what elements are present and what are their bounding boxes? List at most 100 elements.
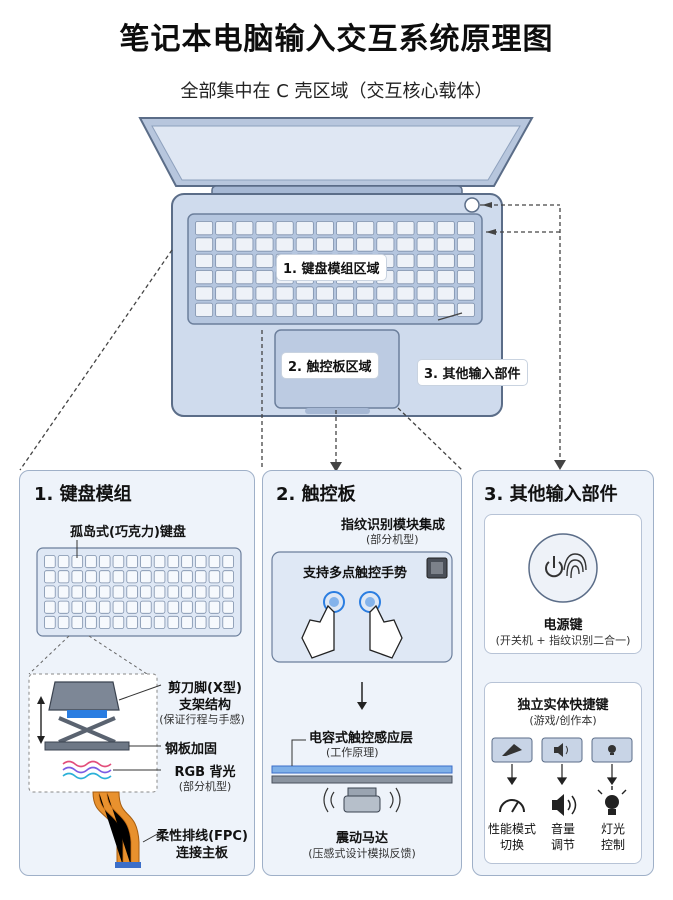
- island-keyboard-label: 孤岛式(巧克力)键盘: [70, 525, 186, 540]
- key: [85, 600, 97, 614]
- shortcut-card: [484, 682, 642, 864]
- key: [167, 585, 180, 599]
- laptop-screen: [151, 125, 521, 181]
- key: [222, 570, 234, 584]
- key: [456, 253, 475, 268]
- touchpad-detail-svg: [271, 551, 453, 813]
- performance-key-icon: [491, 737, 533, 763]
- key: [194, 570, 207, 584]
- key: [376, 221, 395, 236]
- key: [396, 302, 415, 317]
- key: [208, 585, 221, 599]
- key: [235, 286, 254, 301]
- key: [376, 286, 395, 301]
- key: [71, 615, 84, 629]
- key: [195, 237, 214, 252]
- scissor-label-1: 剪刀脚(X型): [168, 681, 242, 696]
- key: [181, 585, 193, 599]
- key: [181, 555, 193, 569]
- key: [396, 221, 415, 236]
- key: [98, 585, 111, 599]
- key: [456, 221, 475, 236]
- key: [356, 221, 375, 236]
- vibration-motor: [343, 795, 381, 813]
- key: [181, 570, 193, 584]
- hands-gesture: [301, 604, 403, 659]
- key: [208, 615, 221, 629]
- key: [194, 555, 207, 569]
- key: [396, 253, 415, 268]
- shortcut-item-1-line1: 音量: [550, 822, 575, 836]
- power-key-note: (开关机 + 指纹识别二合一): [495, 634, 631, 647]
- key: [336, 302, 355, 317]
- key: [315, 286, 334, 301]
- key: [215, 253, 234, 268]
- keyboard-detail-svg: [28, 540, 242, 868]
- key: [85, 570, 97, 584]
- key: [275, 286, 294, 301]
- key: [295, 286, 314, 301]
- key: [44, 555, 56, 569]
- key: [456, 302, 475, 317]
- key: [222, 585, 234, 599]
- volume-key-icon: [541, 737, 583, 763]
- key: [126, 600, 138, 614]
- key: [57, 615, 70, 629]
- key: [376, 237, 395, 252]
- shortcut-item-1-line2: 调节: [550, 838, 575, 852]
- key: [140, 615, 152, 629]
- key: [98, 600, 111, 614]
- scissor-note: (保证行程与手感): [159, 713, 245, 726]
- key: [215, 302, 234, 317]
- key: [436, 286, 455, 301]
- key: [275, 302, 294, 317]
- key: [195, 221, 214, 236]
- key: [57, 555, 70, 569]
- key: [57, 600, 70, 614]
- key: [275, 237, 294, 252]
- key: [235, 253, 254, 268]
- light-key-icon: [591, 737, 633, 763]
- keycap: [48, 681, 120, 711]
- key: [456, 237, 475, 252]
- key: [255, 237, 274, 252]
- key: [255, 270, 274, 285]
- key: [215, 286, 234, 301]
- key: [356, 302, 375, 317]
- key: [153, 600, 166, 614]
- motor-note: (压感式设计模拟反馈): [308, 847, 416, 860]
- key: [416, 270, 435, 285]
- key: [336, 237, 355, 252]
- key: [44, 585, 56, 599]
- panel-touchpad-title: 2. 触控板: [276, 484, 356, 505]
- capacitive-layer-label: 电容式触控感应层: [309, 731, 414, 746]
- capacitive-layer-note: (工作原理): [326, 746, 379, 759]
- touchpad-area-label: 2. 触控板区域: [282, 353, 378, 378]
- key: [235, 237, 254, 252]
- shortcut-icons-svg: [491, 737, 633, 816]
- gauge-icon: [499, 799, 525, 813]
- key: [98, 570, 111, 584]
- key: [112, 555, 125, 569]
- key: [295, 302, 314, 317]
- key: [215, 221, 234, 236]
- plate-label: 钢板加固: [165, 742, 218, 757]
- key: [44, 600, 56, 614]
- shortcut-item-2-line1: 灯光: [600, 822, 625, 836]
- key: [356, 286, 375, 301]
- panel-keyboard: [19, 470, 255, 876]
- motor-label: 震动马达: [335, 831, 388, 846]
- key: [194, 585, 207, 599]
- key: [416, 253, 435, 268]
- key: [126, 555, 138, 569]
- key: [208, 570, 221, 584]
- key: [275, 221, 294, 236]
- key: [71, 585, 84, 599]
- key: [112, 570, 125, 584]
- key: [255, 286, 274, 301]
- key: [356, 237, 375, 252]
- key: [112, 600, 125, 614]
- key: [153, 570, 166, 584]
- key: [215, 237, 234, 252]
